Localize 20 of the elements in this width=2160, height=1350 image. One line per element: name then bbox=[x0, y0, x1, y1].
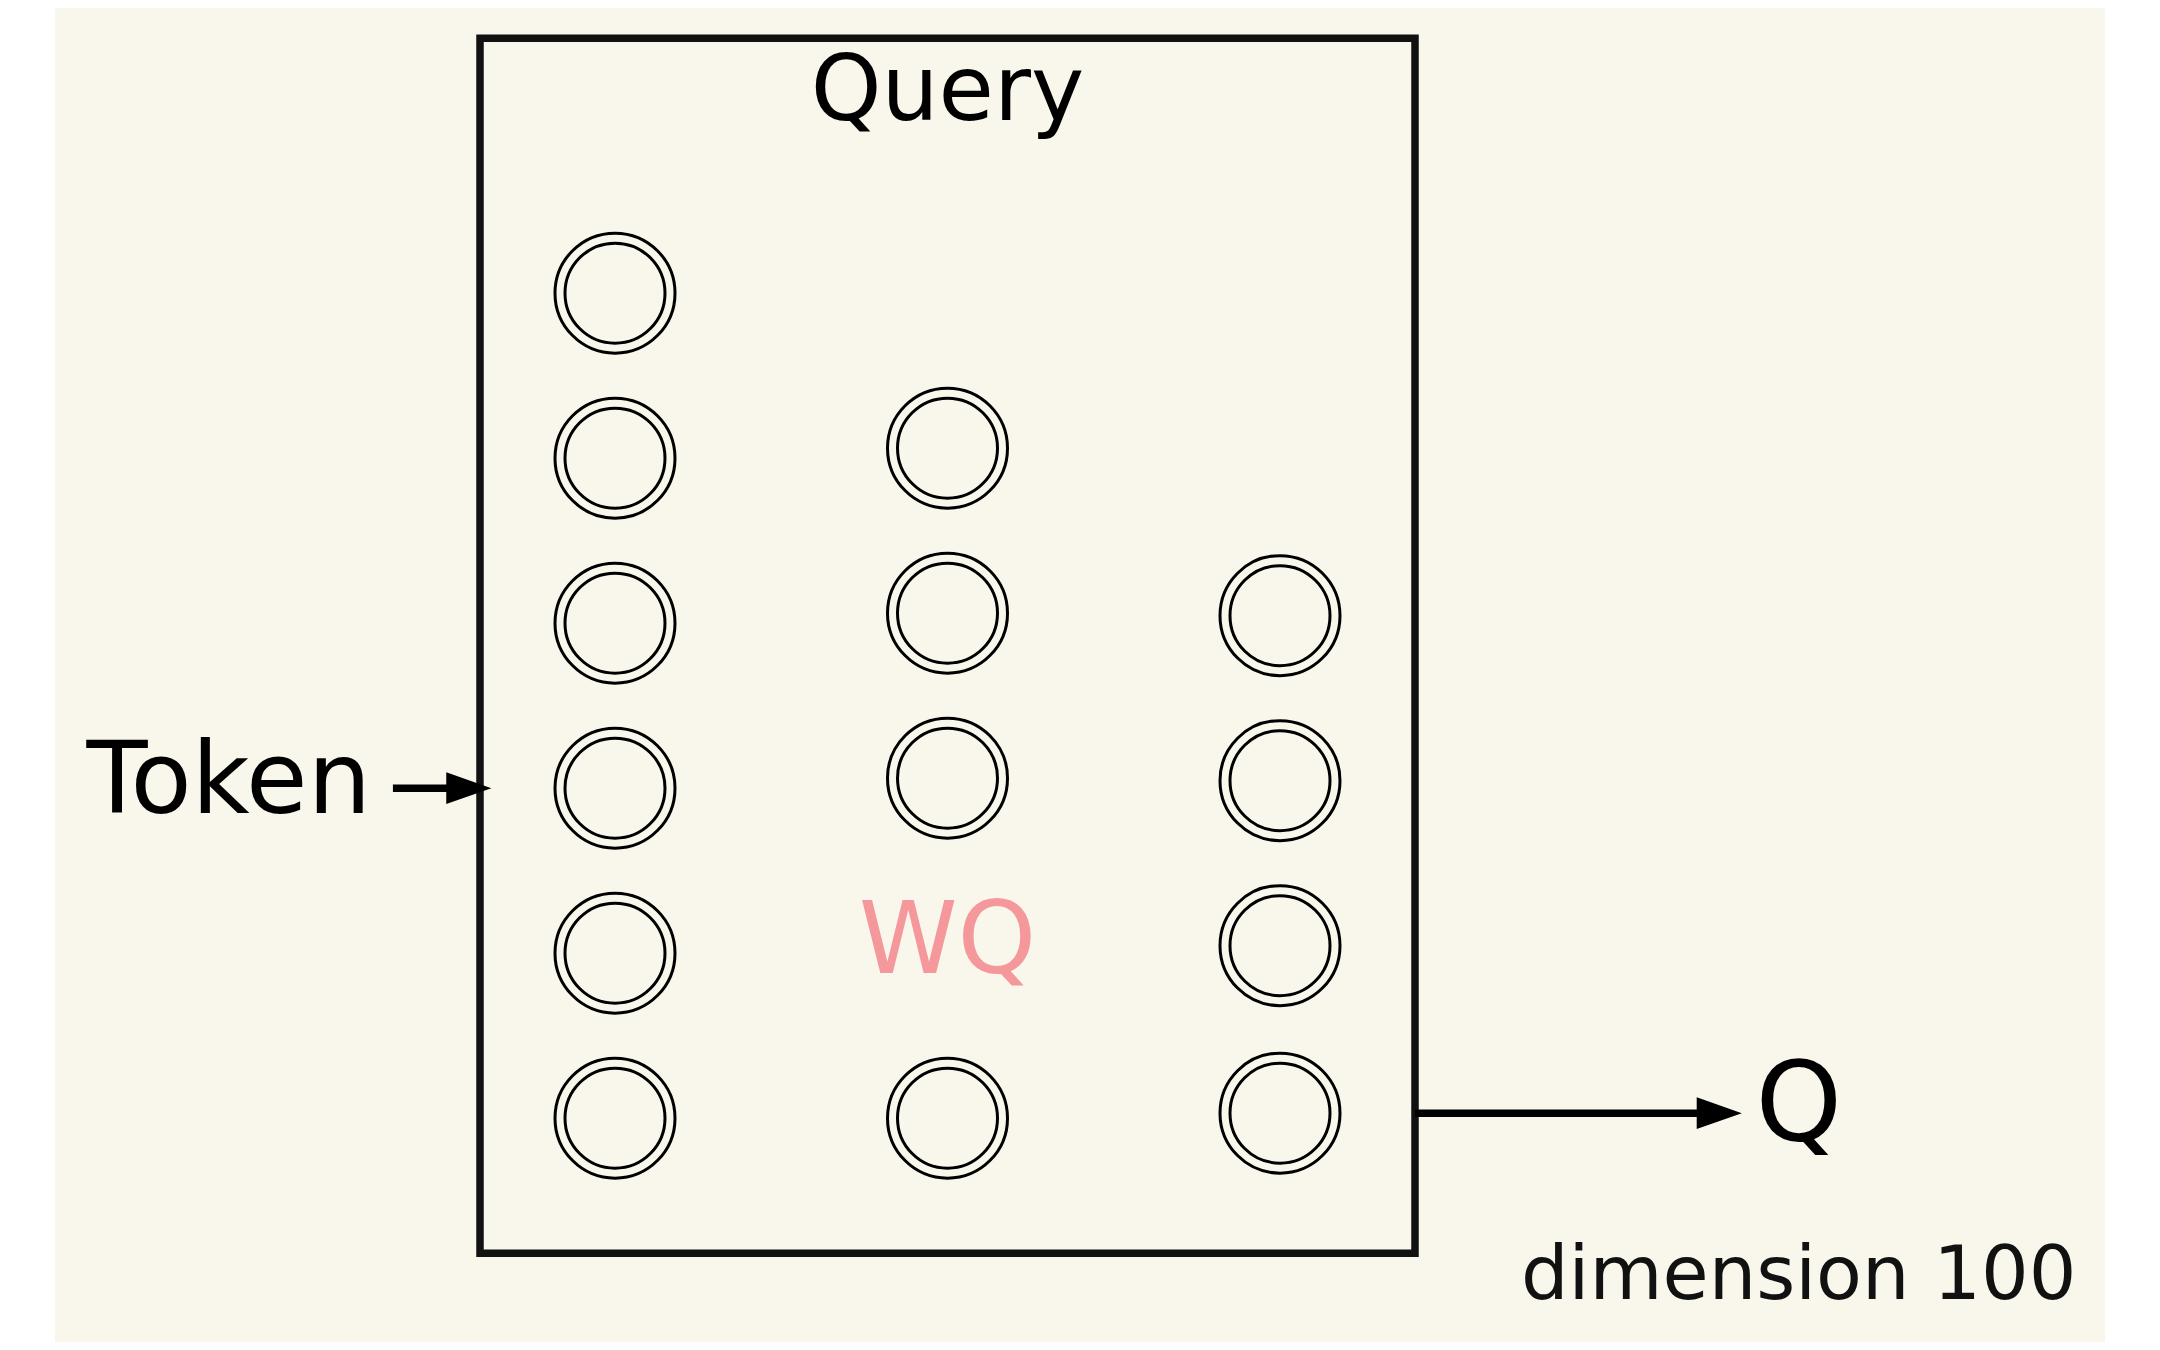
node-label: WQ bbox=[858, 880, 1037, 998]
node-circle bbox=[1218, 554, 1342, 678]
node-text: Token bbox=[86, 720, 372, 838]
node-circle bbox=[553, 396, 677, 520]
node-label: dimension 100 bbox=[1520, 1229, 2077, 1318]
arrow bbox=[1415, 1097, 1742, 1129]
node-circle bbox=[553, 891, 677, 1015]
node-circle bbox=[886, 716, 1009, 840]
node-text: Q bbox=[1755, 1039, 1843, 1168]
node-circle bbox=[886, 386, 1009, 510]
node-circle bbox=[1218, 884, 1342, 1008]
node-circle bbox=[1218, 1051, 1342, 1175]
node-circle bbox=[1218, 719, 1342, 843]
node-circle bbox=[553, 1056, 677, 1180]
node-circle bbox=[553, 561, 677, 685]
node-circle bbox=[553, 726, 677, 850]
node-circle bbox=[886, 551, 1009, 675]
arrow bbox=[392, 772, 492, 804]
node-circle bbox=[553, 231, 677, 355]
node-circle bbox=[886, 1056, 1009, 1180]
